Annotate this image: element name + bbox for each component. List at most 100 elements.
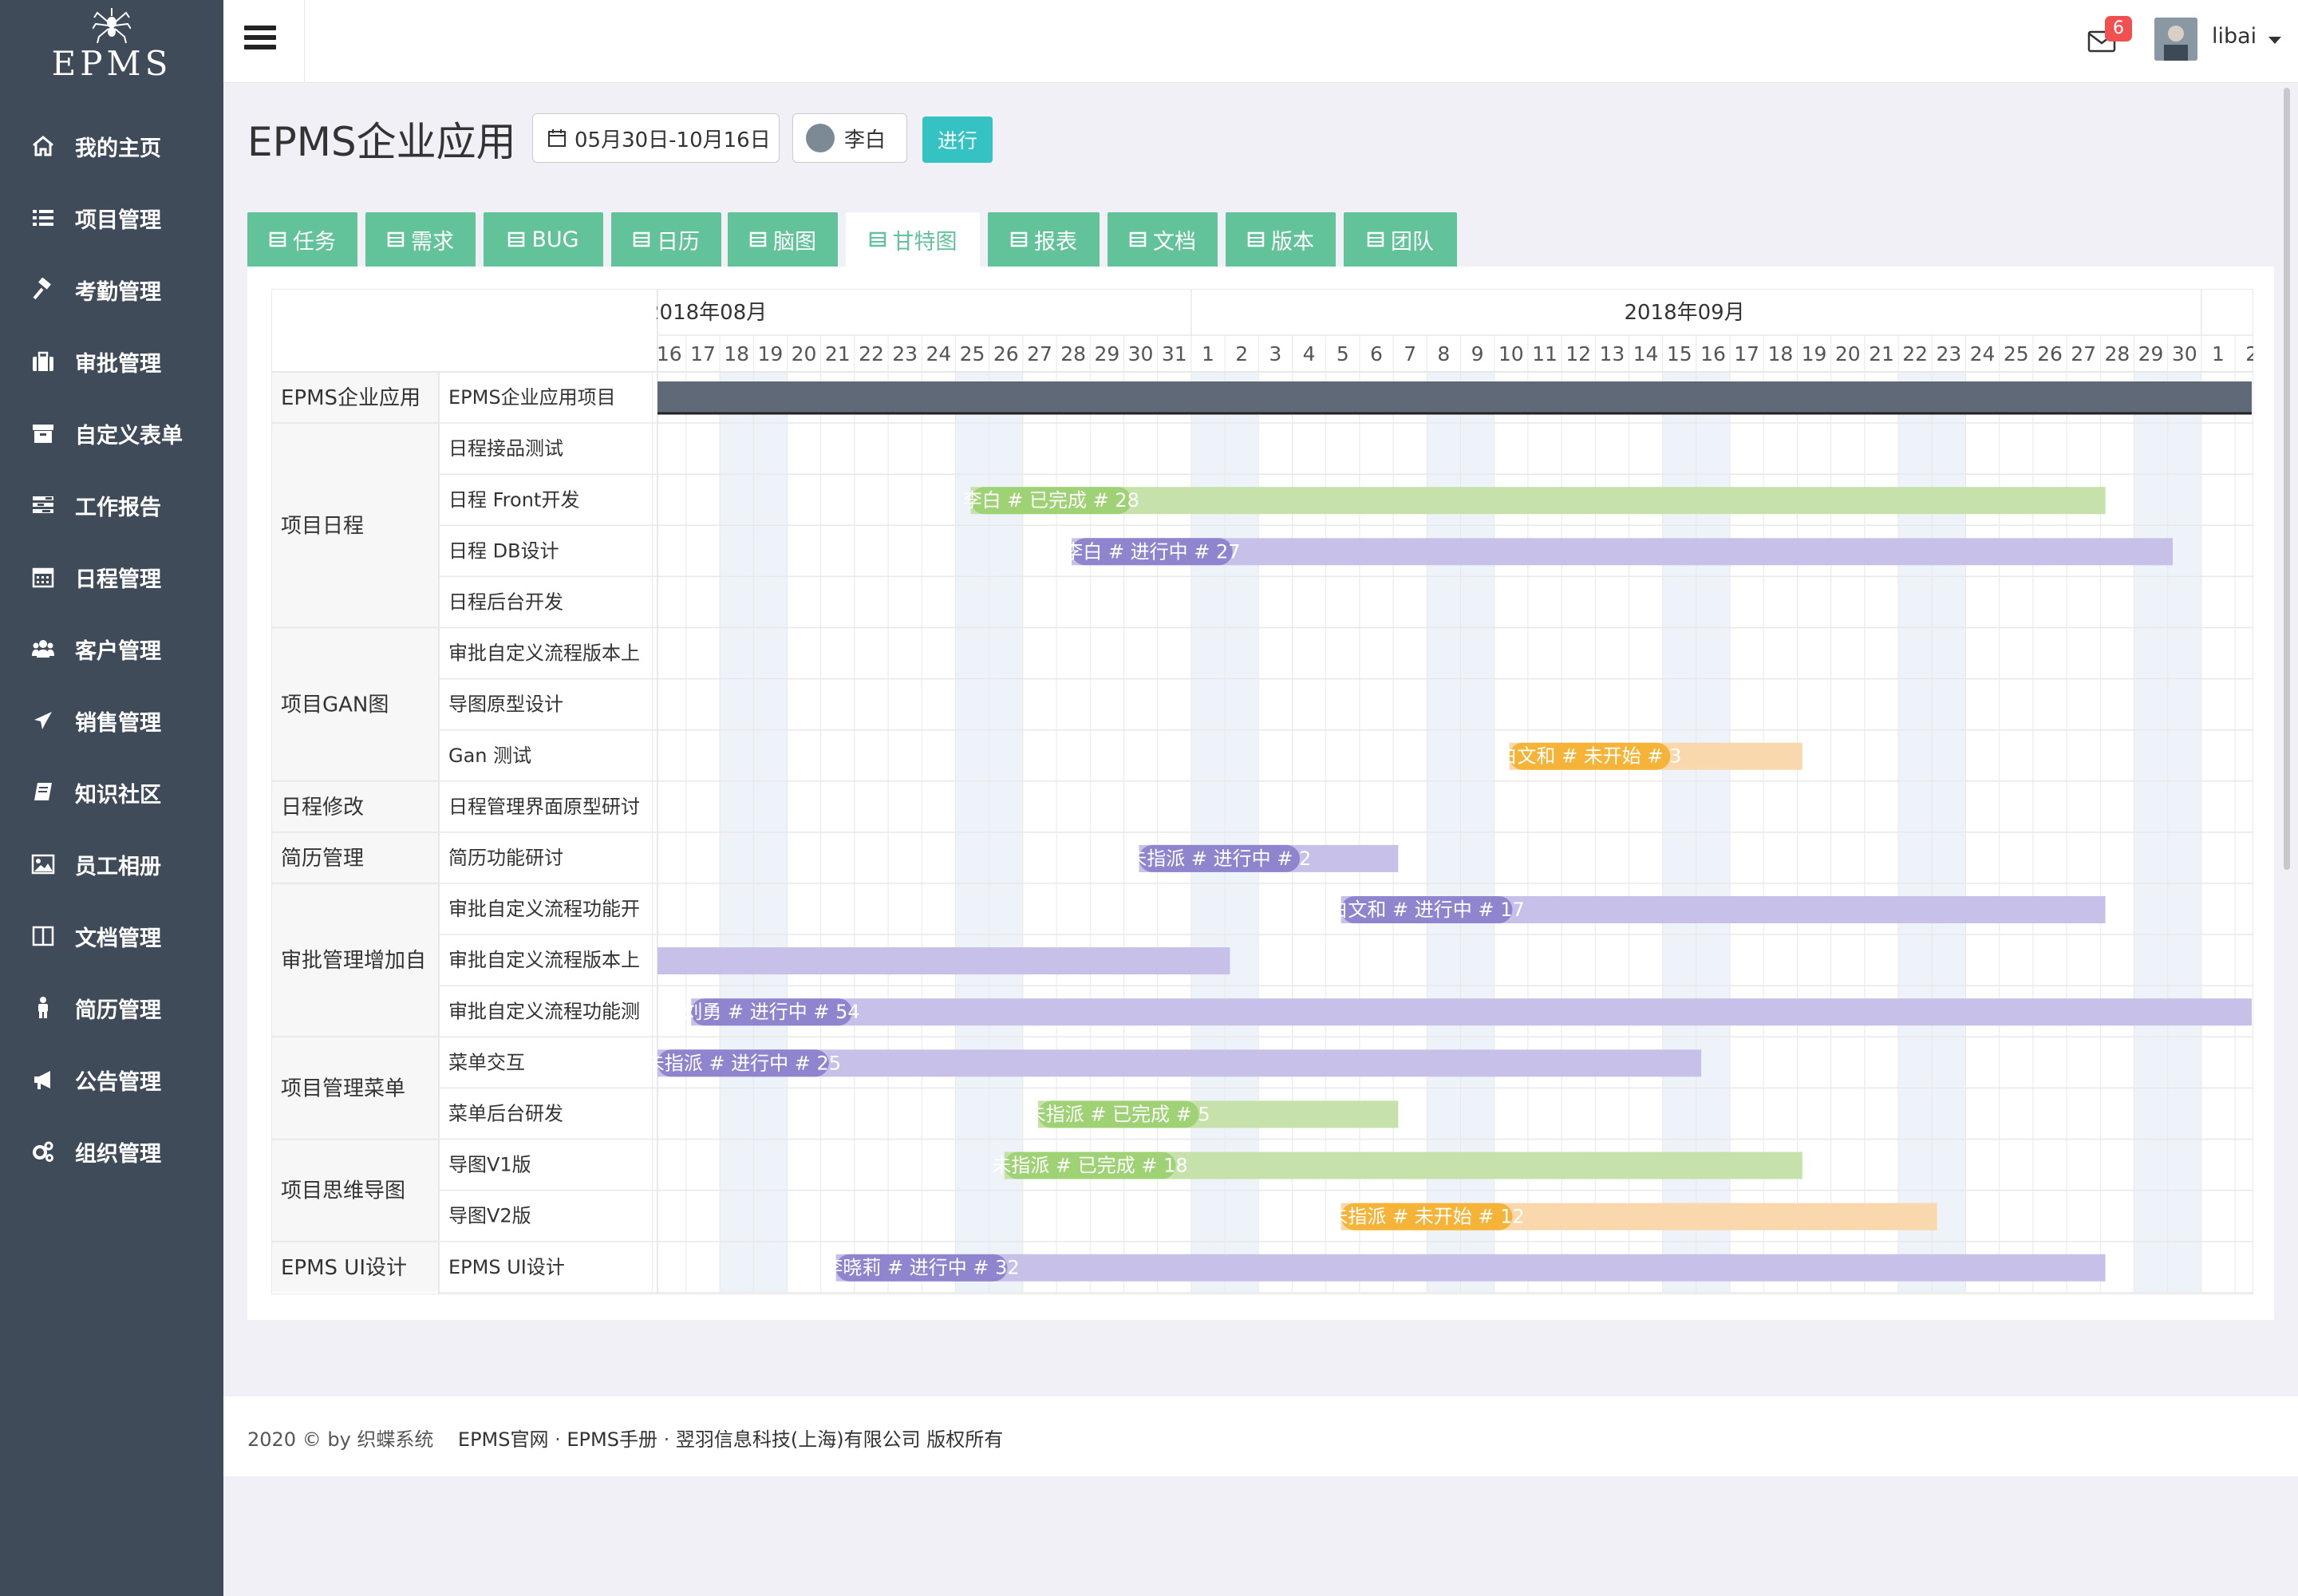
tab-calendar[interactable]: 日历	[611, 212, 721, 267]
footer-company: 翌羽信息科技(上海)有限公司	[675, 1428, 921, 1451]
sidebar-item-0[interactable]: 我的主页	[0, 110, 223, 182]
date-range-button[interactable]: 05月30日-10月16日	[532, 113, 780, 163]
day-tick-label: 12	[1566, 342, 1591, 365]
day-tick-label: 8	[1437, 342, 1450, 365]
user-avatar[interactable]	[2154, 18, 2197, 61]
group-cell	[272, 373, 438, 423]
sidebar-item-label: 组织管理	[75, 1141, 161, 1167]
tab-gantt[interactable]: 甘特图	[846, 212, 980, 267]
group-label: 审批管理增加自	[281, 949, 426, 973]
day-tick-label: 10	[1498, 342, 1524, 365]
gantt-bar-label: 未指派 # 进行中 # 2	[1127, 847, 1311, 870]
day-tick-label: 20	[1835, 342, 1861, 365]
sidebar-item-label: 工作报告	[75, 495, 161, 520]
sidebar-item-label: 我的主页	[75, 136, 161, 161]
tab-bug[interactable]: BUG	[484, 212, 603, 267]
gantt-bar	[657, 947, 1230, 975]
day-tick-label: 26	[2037, 342, 2063, 365]
sidebar-item-2[interactable]: 考勤管理	[0, 254, 223, 326]
archive-icon	[29, 421, 57, 445]
sidebar-item-label: 项目管理	[75, 207, 161, 233]
footer-link-manual[interactable]: EPMS手册	[567, 1428, 657, 1451]
sidebar-item-9[interactable]: 知识社区	[0, 757, 223, 828]
sidebar-item-11[interactable]: 文档管理	[0, 900, 223, 972]
bug-icon	[507, 231, 531, 248]
sidebar-item-5[interactable]: 工作报告	[0, 469, 223, 541]
gantt-bar-label: 白文和 # 未开始 # 3	[1498, 745, 1681, 768]
sidebar-item-8[interactable]: 销售管理	[0, 685, 223, 757]
day-tick-label: 30	[1128, 342, 1154, 365]
gantt-bar-label: 未指派 # 已完成 # 5	[1027, 1103, 1210, 1125]
page-scrollbar[interactable]	[2284, 88, 2290, 870]
columns-icon	[29, 924, 57, 948]
sidebar-item-3[interactable]: 审批管理	[0, 326, 223, 397]
tab-copy[interactable]: 需求	[365, 212, 476, 267]
day-tick-label: 24	[926, 342, 951, 365]
gantt-bar-label: 刘勇 # 进行中 # 54	[683, 1001, 859, 1023]
tab-file[interactable]: 文档	[1108, 212, 1218, 267]
day-tick-label: 19	[757, 342, 783, 365]
sidebar: EPMS 我的主页项目管理考勤管理审批管理自定义表单工作报告日程管理客户管理销售…	[0, 0, 223, 1596]
gantt-bar-label-pill	[970, 487, 1132, 515]
gantt-bar-label-pill	[1340, 1203, 1513, 1231]
footer-link-website[interactable]: EPMS官网	[457, 1428, 549, 1451]
sidebar-item-14[interactable]: 组织管理	[0, 1116, 223, 1187]
gantt-bar-label: 李晓莉 # 进行中 # 32	[823, 1257, 1019, 1279]
task-label: 日程后台开发	[448, 591, 563, 613]
sidebar-item-1[interactable]: 项目管理	[0, 182, 223, 254]
day-tick-label: 25	[2004, 342, 2029, 365]
logo-text: EPMS	[51, 44, 172, 83]
sidebar-item-label: 文档管理	[75, 926, 161, 951]
tab-puzzle[interactable]: 脑图	[728, 212, 838, 267]
tab-team[interactable]: 团队	[1344, 212, 1457, 267]
list-icon	[29, 206, 57, 230]
month-label: 2018年09月	[1624, 301, 1744, 325]
day-tick-label: 2	[2245, 342, 2253, 365]
tab-label: 任务	[293, 229, 336, 255]
tab-bar-chart[interactable]: 报表	[988, 212, 1100, 267]
task-label: EPMS UI设计	[448, 1256, 565, 1278]
gantt-bar-label-pill	[1072, 538, 1233, 566]
sidebar-item-13[interactable]: 公告管理	[0, 1044, 223, 1116]
tab-label: 版本	[1271, 229, 1314, 255]
sidebar-item-12[interactable]: 简历管理	[0, 972, 223, 1044]
gantt-bar	[691, 998, 2253, 1026]
puzzle-icon	[749, 231, 773, 248]
tab-tasks[interactable]: 任务	[247, 212, 357, 267]
calendar-icon	[29, 565, 57, 589]
task-label: 审批自定义流程版本上	[448, 949, 640, 971]
owner-avatar	[806, 124, 835, 152]
username-label[interactable]: libai	[2212, 24, 2257, 49]
task-label: 日程 DB设计	[448, 539, 559, 562]
chevron-down-icon[interactable]	[2268, 37, 2281, 44]
day-tick-label: 20	[792, 342, 817, 365]
day-tick-label: 31	[1162, 342, 1187, 365]
day-tick-label: 22	[1902, 342, 1928, 365]
home-icon	[29, 134, 57, 158]
tab-refresh[interactable]: 版本	[1226, 212, 1336, 267]
tab-label: 需求	[411, 229, 454, 255]
day-tick-label: 4	[1303, 342, 1316, 365]
task-label: 审批自定义流程版本上	[448, 642, 640, 665]
briefcase-icon	[29, 350, 57, 373]
day-tick-label: 27	[1027, 342, 1052, 365]
plane-icon	[29, 709, 57, 733]
group-label: 项目思维导图	[281, 1179, 405, 1203]
refresh-icon	[1247, 231, 1271, 248]
gantt-bar-label-pill	[1004, 1152, 1176, 1179]
gantt-bar-label: 未指派 # 进行中 # 25	[646, 1052, 841, 1074]
sidebar-item-7[interactable]: 客户管理	[0, 613, 223, 685]
status-badge[interactable]: 进行	[922, 117, 993, 163]
calendar-icon	[548, 129, 566, 147]
owner-button[interactable]: 李白	[792, 113, 907, 163]
sidebar-item-6[interactable]: 日程管理	[0, 541, 223, 613]
sidebar-item-10[interactable]: 员工相册	[0, 828, 223, 900]
sidebar-item-label: 简历管理	[75, 998, 161, 1023]
sidebar-item-label: 自定义表单	[75, 423, 183, 448]
users-icon	[29, 637, 57, 661]
sidebar-item-label: 员工相册	[75, 854, 161, 879]
menu-toggle-icon[interactable]	[244, 26, 276, 54]
task-label: 日程 Front开发	[448, 488, 579, 511]
sidebar-item-4[interactable]: 自定义表单	[0, 397, 223, 469]
logo[interactable]: EPMS	[0, 0, 223, 88]
